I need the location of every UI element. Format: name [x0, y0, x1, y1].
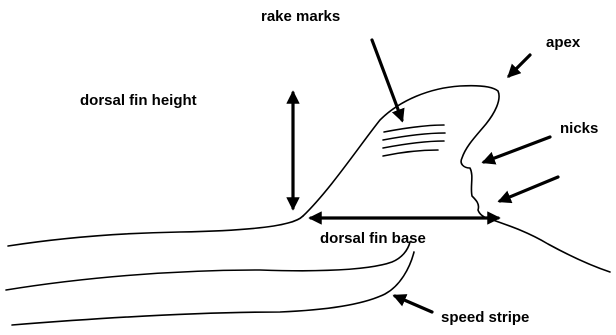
- nicks-arrow-lower: [500, 177, 558, 201]
- back-outline-right: [490, 219, 610, 272]
- speed-stripe-upper: [6, 242, 410, 290]
- label-dorsal-fin-height: dorsal fin height: [80, 92, 197, 109]
- label-nicks: nicks: [560, 120, 598, 137]
- rake-mark-line: [383, 133, 445, 140]
- rake-marks-arrow: [372, 40, 402, 120]
- rake-mark-line: [383, 150, 438, 156]
- label-speed-stripe: speed stripe: [441, 309, 529, 326]
- rake-mark-line: [384, 125, 444, 132]
- label-rake-marks: rake marks: [261, 8, 340, 25]
- speed-stripe-arrow: [395, 296, 432, 312]
- back-outline-left: [8, 216, 303, 246]
- nicks-arrow-upper: [484, 137, 550, 162]
- speed-stripe-lower: [12, 252, 414, 325]
- apex-arrow: [509, 55, 530, 76]
- rake-mark-line: [383, 141, 444, 148]
- label-dorsal-fin-base: dorsal fin base: [320, 230, 426, 247]
- rake-marks: [383, 125, 445, 156]
- label-apex: apex: [546, 34, 581, 51]
